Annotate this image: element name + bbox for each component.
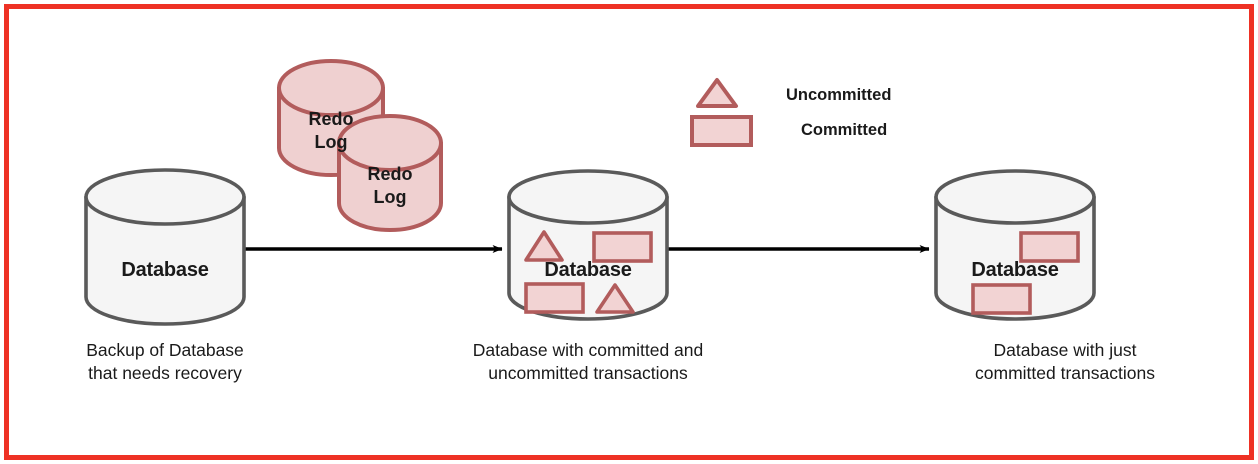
txn-committed-top-right-2 (1019, 231, 1080, 263)
legend-swatch-committed (690, 115, 753, 147)
redo-log-back-line2: Log (314, 131, 348, 152)
txn-uncommitted-top-left (524, 230, 564, 262)
redo-log-front-line1: Redo (367, 164, 413, 184)
caption-mixed: Database with committed and uncommitted t… (428, 339, 748, 385)
legend-label-committed: Committed (801, 121, 888, 139)
caption-mixed-line2: uncommitted transactions (488, 363, 688, 384)
red-frame-border (4, 4, 1254, 460)
caption-backup: Backup of Database that needs recovery (45, 339, 285, 385)
caption-backup-line1: Backup of Database (86, 340, 244, 360)
caption-backup-line2: that needs recovery (88, 363, 242, 384)
txn-committed-top-right (592, 231, 653, 263)
legend-swatch-uncommitted (696, 78, 738, 108)
redo-log-front-line2: Log (373, 186, 407, 207)
database-title-mixed: Database (544, 259, 632, 281)
redo-log-back-line1: Redo (308, 109, 354, 129)
caption-committed-line2: committed transactions (975, 363, 1155, 384)
txn-uncommitted-bottom-right (595, 283, 635, 314)
database-title-committed: Database (971, 259, 1059, 281)
caption-committed: Database with just committed transactions (925, 339, 1205, 385)
redo-log-cylinder-front (337, 114, 443, 232)
txn-committed-bottom-left-2 (971, 283, 1032, 315)
txn-committed-bottom-left (524, 282, 585, 314)
database-cylinder-backup (84, 168, 246, 326)
legend-label-uncommitted: Uncommitted (786, 86, 892, 104)
caption-mixed-line1: Database with committed and (472, 340, 704, 360)
database-title-backup: Database (121, 259, 209, 281)
database-cylinder-mixed (507, 169, 669, 321)
caption-committed-line1: Database with just (993, 340, 1137, 360)
database-cylinder-committed (934, 169, 1096, 321)
